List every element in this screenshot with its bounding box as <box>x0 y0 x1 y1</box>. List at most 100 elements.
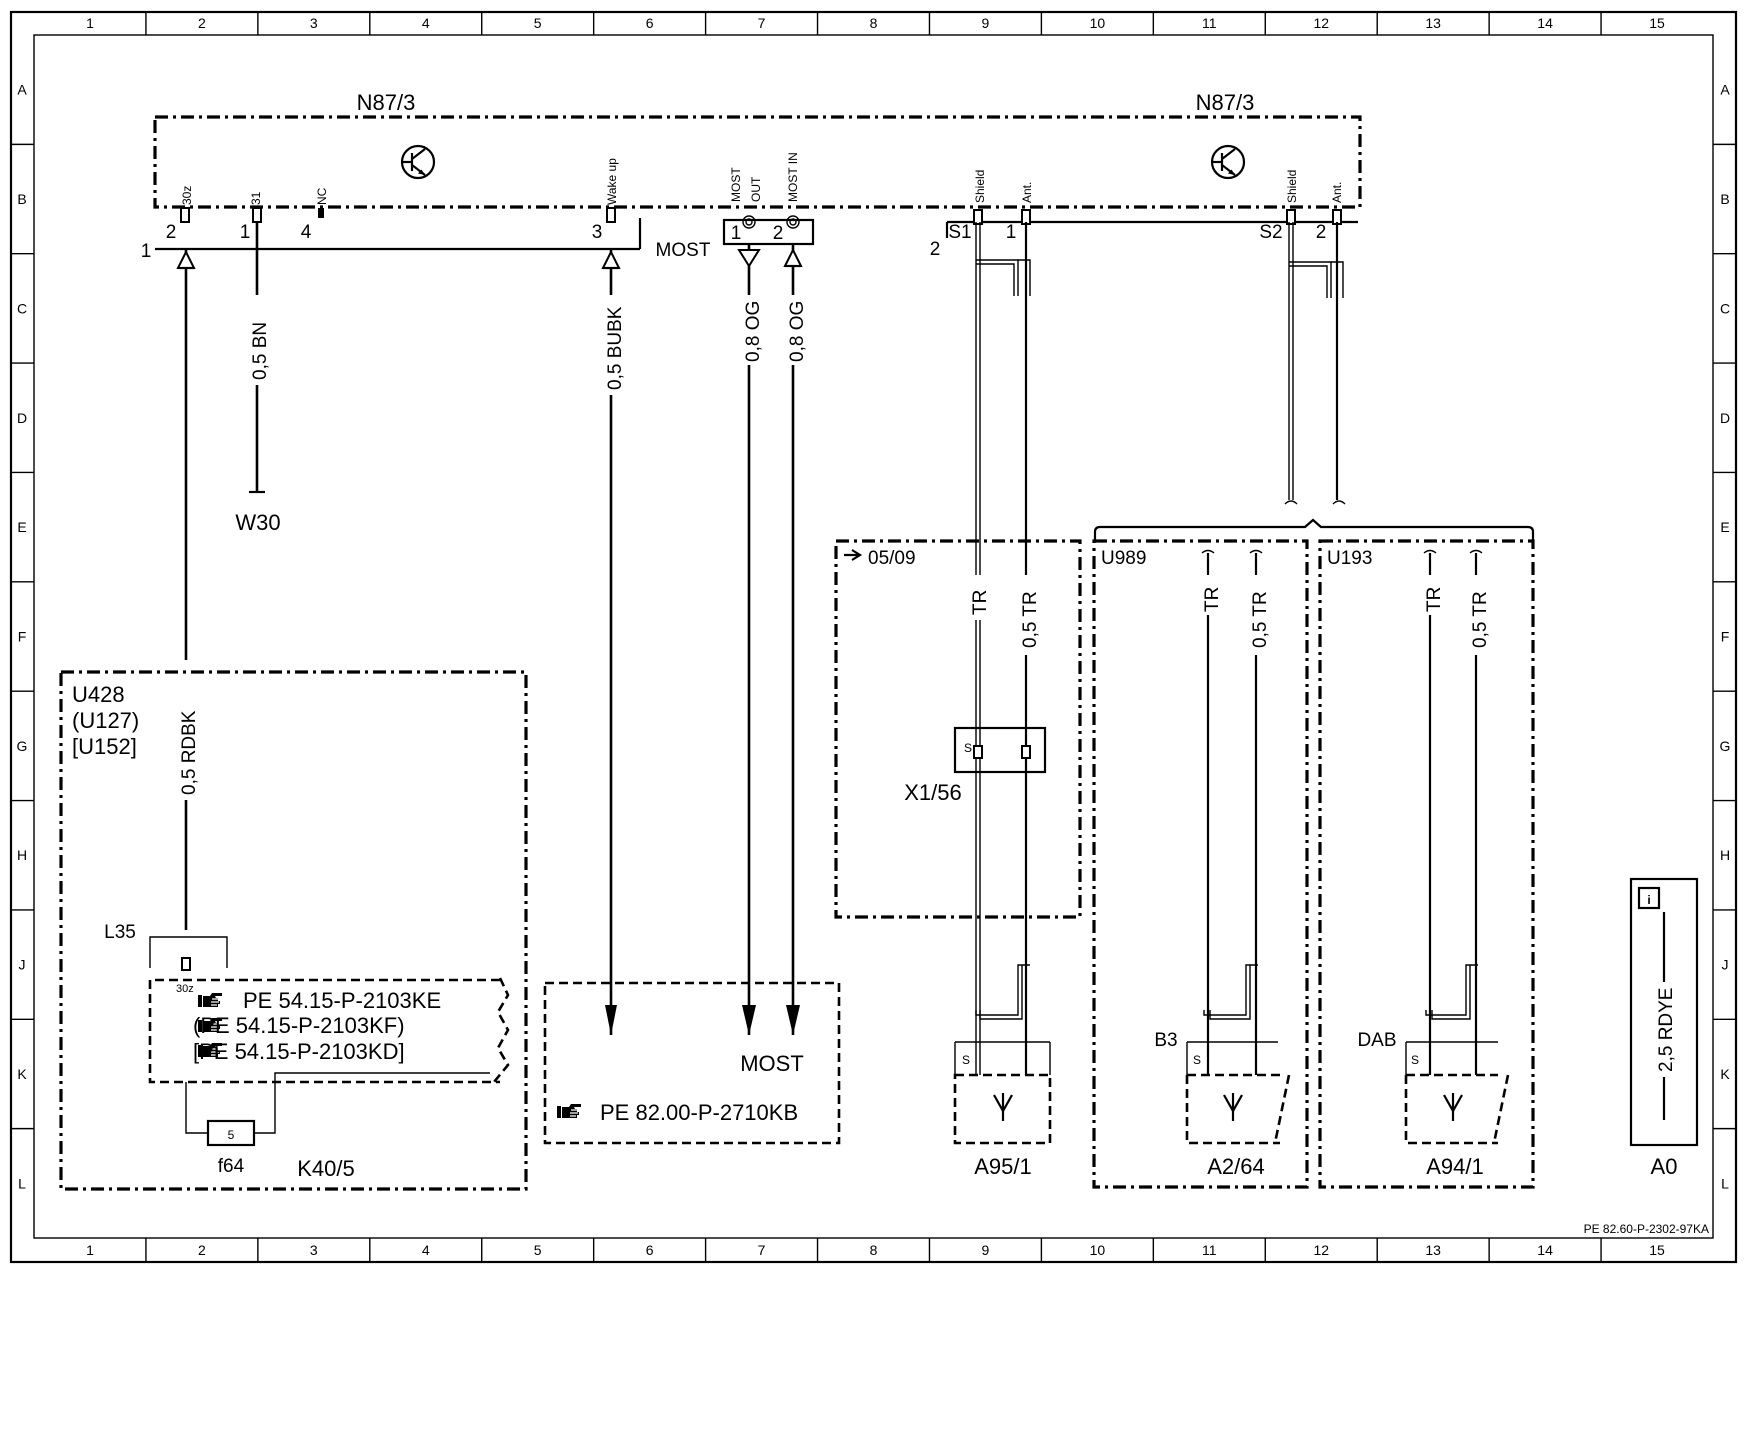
a94-1-box <box>1404 1073 1498 1145</box>
a2-64-shield <box>1203 964 1258 1020</box>
most-out-ring-inner <box>745 218 753 226</box>
grid-row-label: F <box>18 629 27 645</box>
wire-tr-2b-label: 0,5 TR <box>1250 591 1271 648</box>
grid-column-label: 2 <box>198 1242 206 1258</box>
u428-label: U428 <box>72 682 125 707</box>
a2-64-label: A2/64 <box>1207 1154 1265 1179</box>
grid-column-label: 9 <box>982 1242 990 1258</box>
outer-frame <box>9 10 1738 1264</box>
grid-row-label: B <box>1720 191 1729 207</box>
u193-box <box>1318 539 1535 1189</box>
label-mask <box>1196 575 1224 615</box>
grid-column-label: 15 <box>1649 15 1665 31</box>
n87-3-module-box <box>153 115 1362 209</box>
antenna-cable-2 <box>1284 222 1346 505</box>
w30-label: W30 <box>235 510 280 535</box>
grid-row-label: A <box>17 82 27 98</box>
document-id: PE 82.60-P-2302-97KA <box>1584 1222 1709 1236</box>
k40-5-pin-30z <box>181 957 191 971</box>
fuse-leads <box>185 1082 276 1134</box>
grid-column-label: 4 <box>422 15 430 31</box>
label-mask <box>597 295 625 395</box>
l35-label: L35 <box>104 922 136 943</box>
u127-label: (U127) <box>72 708 139 733</box>
grid-row-label: E <box>17 519 26 535</box>
pin-most-in-label: MOST IN <box>786 152 800 202</box>
pin-30z <box>180 207 190 223</box>
n87-3-label-right: N87/3 <box>1196 90 1255 115</box>
a2-64-s-label: S <box>1193 1053 1201 1067</box>
arrow-down <box>742 1005 756 1035</box>
antenna-icon <box>992 1091 1014 1123</box>
grid-row-label: J <box>19 957 26 973</box>
arrow-up <box>783 247 803 267</box>
grid-column-label: 1 <box>86 1242 94 1258</box>
antenna-icon <box>1222 1091 1244 1123</box>
arrow-right-icon <box>844 549 863 561</box>
grid-row-label: L <box>18 1175 26 1191</box>
transistor-icon <box>399 144 436 180</box>
wire-tr-2-label: TR <box>1202 587 1223 612</box>
grid-column-label: 14 <box>1537 1242 1553 1258</box>
most-connector-box <box>722 218 815 246</box>
connector-1-label: 1 <box>141 241 152 262</box>
x1-56-connector <box>953 726 1047 774</box>
grid-column-label: 8 <box>870 15 878 31</box>
f64-label: f64 <box>218 1156 245 1177</box>
grid-row-label: H <box>1720 847 1730 863</box>
n87-3-label-left: N87/3 <box>357 90 416 115</box>
label-mask <box>1462 575 1490 655</box>
ref-pe-82-00-2710kb: PE 82.00-P-2710KB <box>600 1100 798 1125</box>
label-mask <box>1244 575 1272 655</box>
wire-og-2-label: 0,8 OG <box>787 301 808 362</box>
pin-4-number: 4 <box>301 222 312 243</box>
grid-row-label: B <box>17 191 26 207</box>
u152-label: [U152] <box>72 734 137 759</box>
pin-wake-up-label: Wake up <box>605 158 619 205</box>
info-icon-glyph: i <box>1647 893 1650 907</box>
label-mask <box>1650 982 1678 1077</box>
a0-box <box>1629 877 1699 1147</box>
grid-column-label: 10 <box>1090 15 1106 31</box>
a2-64-box <box>1185 1073 1280 1145</box>
dab-label: DAB <box>1357 1030 1396 1051</box>
grid-column-label: 10 <box>1090 1242 1106 1258</box>
pin-most-out-label-2: OUT <box>749 176 763 202</box>
a94-1-label: A94/1 <box>1426 1154 1484 1179</box>
grid-row-label: F <box>1721 629 1730 645</box>
x1-56-s-label: S <box>964 741 972 755</box>
pin-ant-2-label: Ant. <box>1330 182 1344 203</box>
u989-box <box>1092 539 1309 1189</box>
grid-row-label: K <box>1720 1066 1730 1082</box>
x1-56-pin-ant <box>1021 745 1031 759</box>
ref-05-09-label: 05/09 <box>868 548 916 569</box>
grid-column-label: 4 <box>422 1242 430 1258</box>
x1-56-label: X1/56 <box>904 780 962 805</box>
grid-column-label: 1 <box>86 15 94 31</box>
antenna-icon <box>1442 1091 1464 1123</box>
break-mark <box>1469 549 1483 554</box>
label-mask <box>779 295 807 365</box>
k40-5-pin-30z-label: 30z <box>176 983 194 995</box>
k40-5-box-edge <box>492 977 510 1083</box>
transistor-icon <box>1209 144 1246 180</box>
wire-og-1-label: 0,8 OG <box>743 301 764 362</box>
pin-shield-1-label: Shield <box>973 170 987 203</box>
most-bus-label: MOST <box>740 1051 804 1076</box>
break-mark <box>1423 549 1437 554</box>
pin-nc-label: NC <box>315 187 329 205</box>
wire-bubk-label: 0,5 BUBK <box>605 306 626 390</box>
grid-row-label: L <box>1721 1175 1729 1191</box>
grid-row-label: K <box>17 1066 27 1082</box>
label-mask <box>1418 575 1446 615</box>
pin-ant-1-label: Ant. <box>1020 182 1034 203</box>
grid-row-label: E <box>1720 519 1729 535</box>
pin-ant-1 <box>1021 209 1031 225</box>
pin-31-label: 31 <box>249 191 263 205</box>
a95-1-label: A95/1 <box>974 1154 1032 1179</box>
grid-row-label: C <box>1720 300 1730 316</box>
pin-shield-1 <box>973 209 983 225</box>
arrow-up <box>176 249 196 269</box>
pin-nc <box>318 208 324 218</box>
grid-column-label: 5 <box>534 15 542 31</box>
